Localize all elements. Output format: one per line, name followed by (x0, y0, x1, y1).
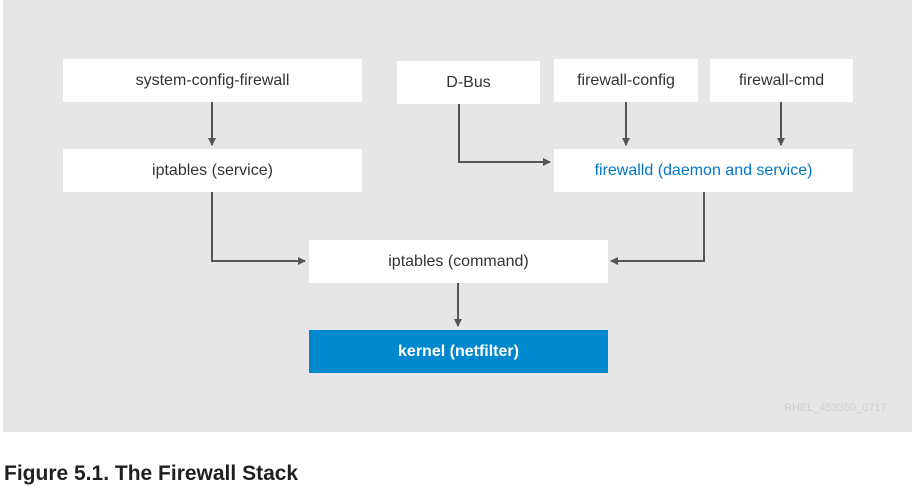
node-iptables-service: iptables (service) (63, 149, 362, 192)
node-firewall-config: firewall-config (554, 59, 698, 102)
node-dbus: D-Bus (397, 61, 540, 104)
figure-caption: Figure 5.1. The Firewall Stack (4, 462, 299, 485)
node-system-config-firewall: system-config-firewall (63, 59, 362, 102)
figure-id-watermark: RHEL_453350_0717 (784, 402, 887, 414)
node-firewalld: firewalld (daemon and service) (554, 149, 853, 192)
node-kernel-netfilter: kernel (netfilter) (309, 330, 608, 373)
node-iptables-command: iptables (command) (309, 240, 608, 283)
node-firewall-cmd: firewall-cmd (710, 59, 853, 102)
